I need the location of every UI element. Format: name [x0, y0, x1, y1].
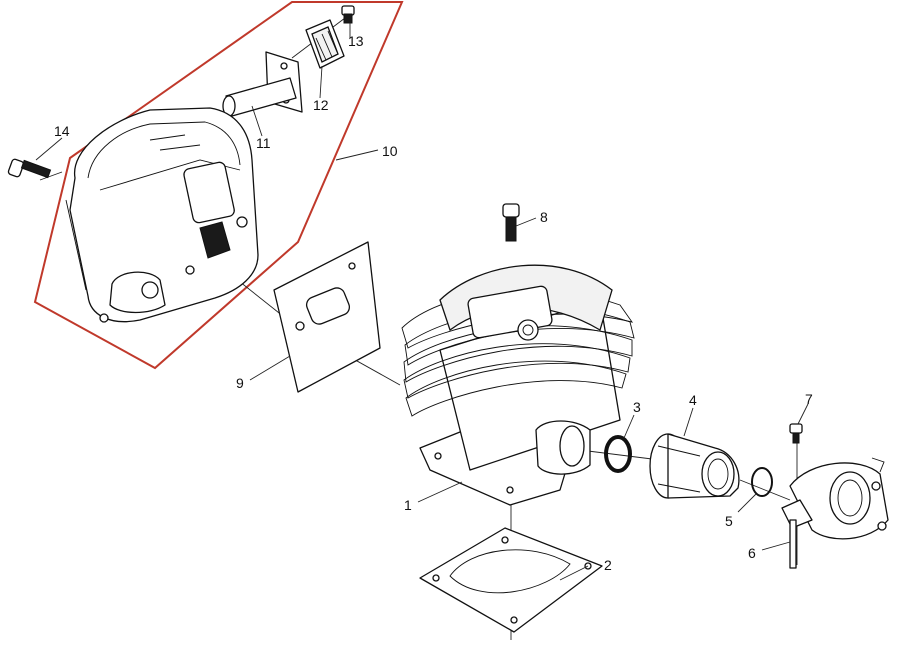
callout-10: 10 — [382, 143, 398, 159]
callout-13: 13 — [348, 33, 364, 49]
screw-part-13 — [341, 5, 355, 24]
callout-8: 8 — [540, 209, 548, 225]
callout-leaders — [35, 22, 809, 581]
callout-2: 2 — [604, 557, 612, 573]
callout-11: 11 — [256, 135, 271, 151]
callout-9: 9 — [236, 375, 244, 391]
intake-flange-part-6 — [781, 457, 889, 569]
base-gasket-part-2 — [419, 527, 603, 633]
cylinder-part-1 — [401, 264, 635, 506]
muffler-part-10 — [65, 107, 259, 323]
callout-14: 14 — [54, 123, 70, 139]
callout-4: 4 — [689, 392, 697, 408]
callout-3: 3 — [633, 399, 641, 415]
callout-6: 6 — [748, 545, 756, 561]
callout-12: 12 — [313, 97, 329, 113]
intake-boot-part-4 — [649, 433, 740, 499]
ring-part-5 — [751, 467, 773, 497]
exhaust-pipe-part-11 — [222, 51, 303, 117]
callout-7: 7 — [805, 391, 813, 407]
callout-labels: 1 2 3 4 5 6 7 8 9 10 11 12 13 14 — [54, 33, 813, 573]
bolt-part-14 — [7, 158, 52, 179]
o-ring-part-3 — [604, 435, 632, 473]
cylinder-bolt-part-8 — [502, 203, 520, 242]
screw-part-7 — [789, 423, 803, 444]
spark-screen-part-12 — [305, 19, 345, 69]
callout-1: 1 — [404, 497, 412, 513]
callout-5: 5 — [725, 513, 733, 529]
muffler-gasket-part-9 — [273, 241, 381, 393]
muffler-group-highlight — [33, 1, 404, 370]
